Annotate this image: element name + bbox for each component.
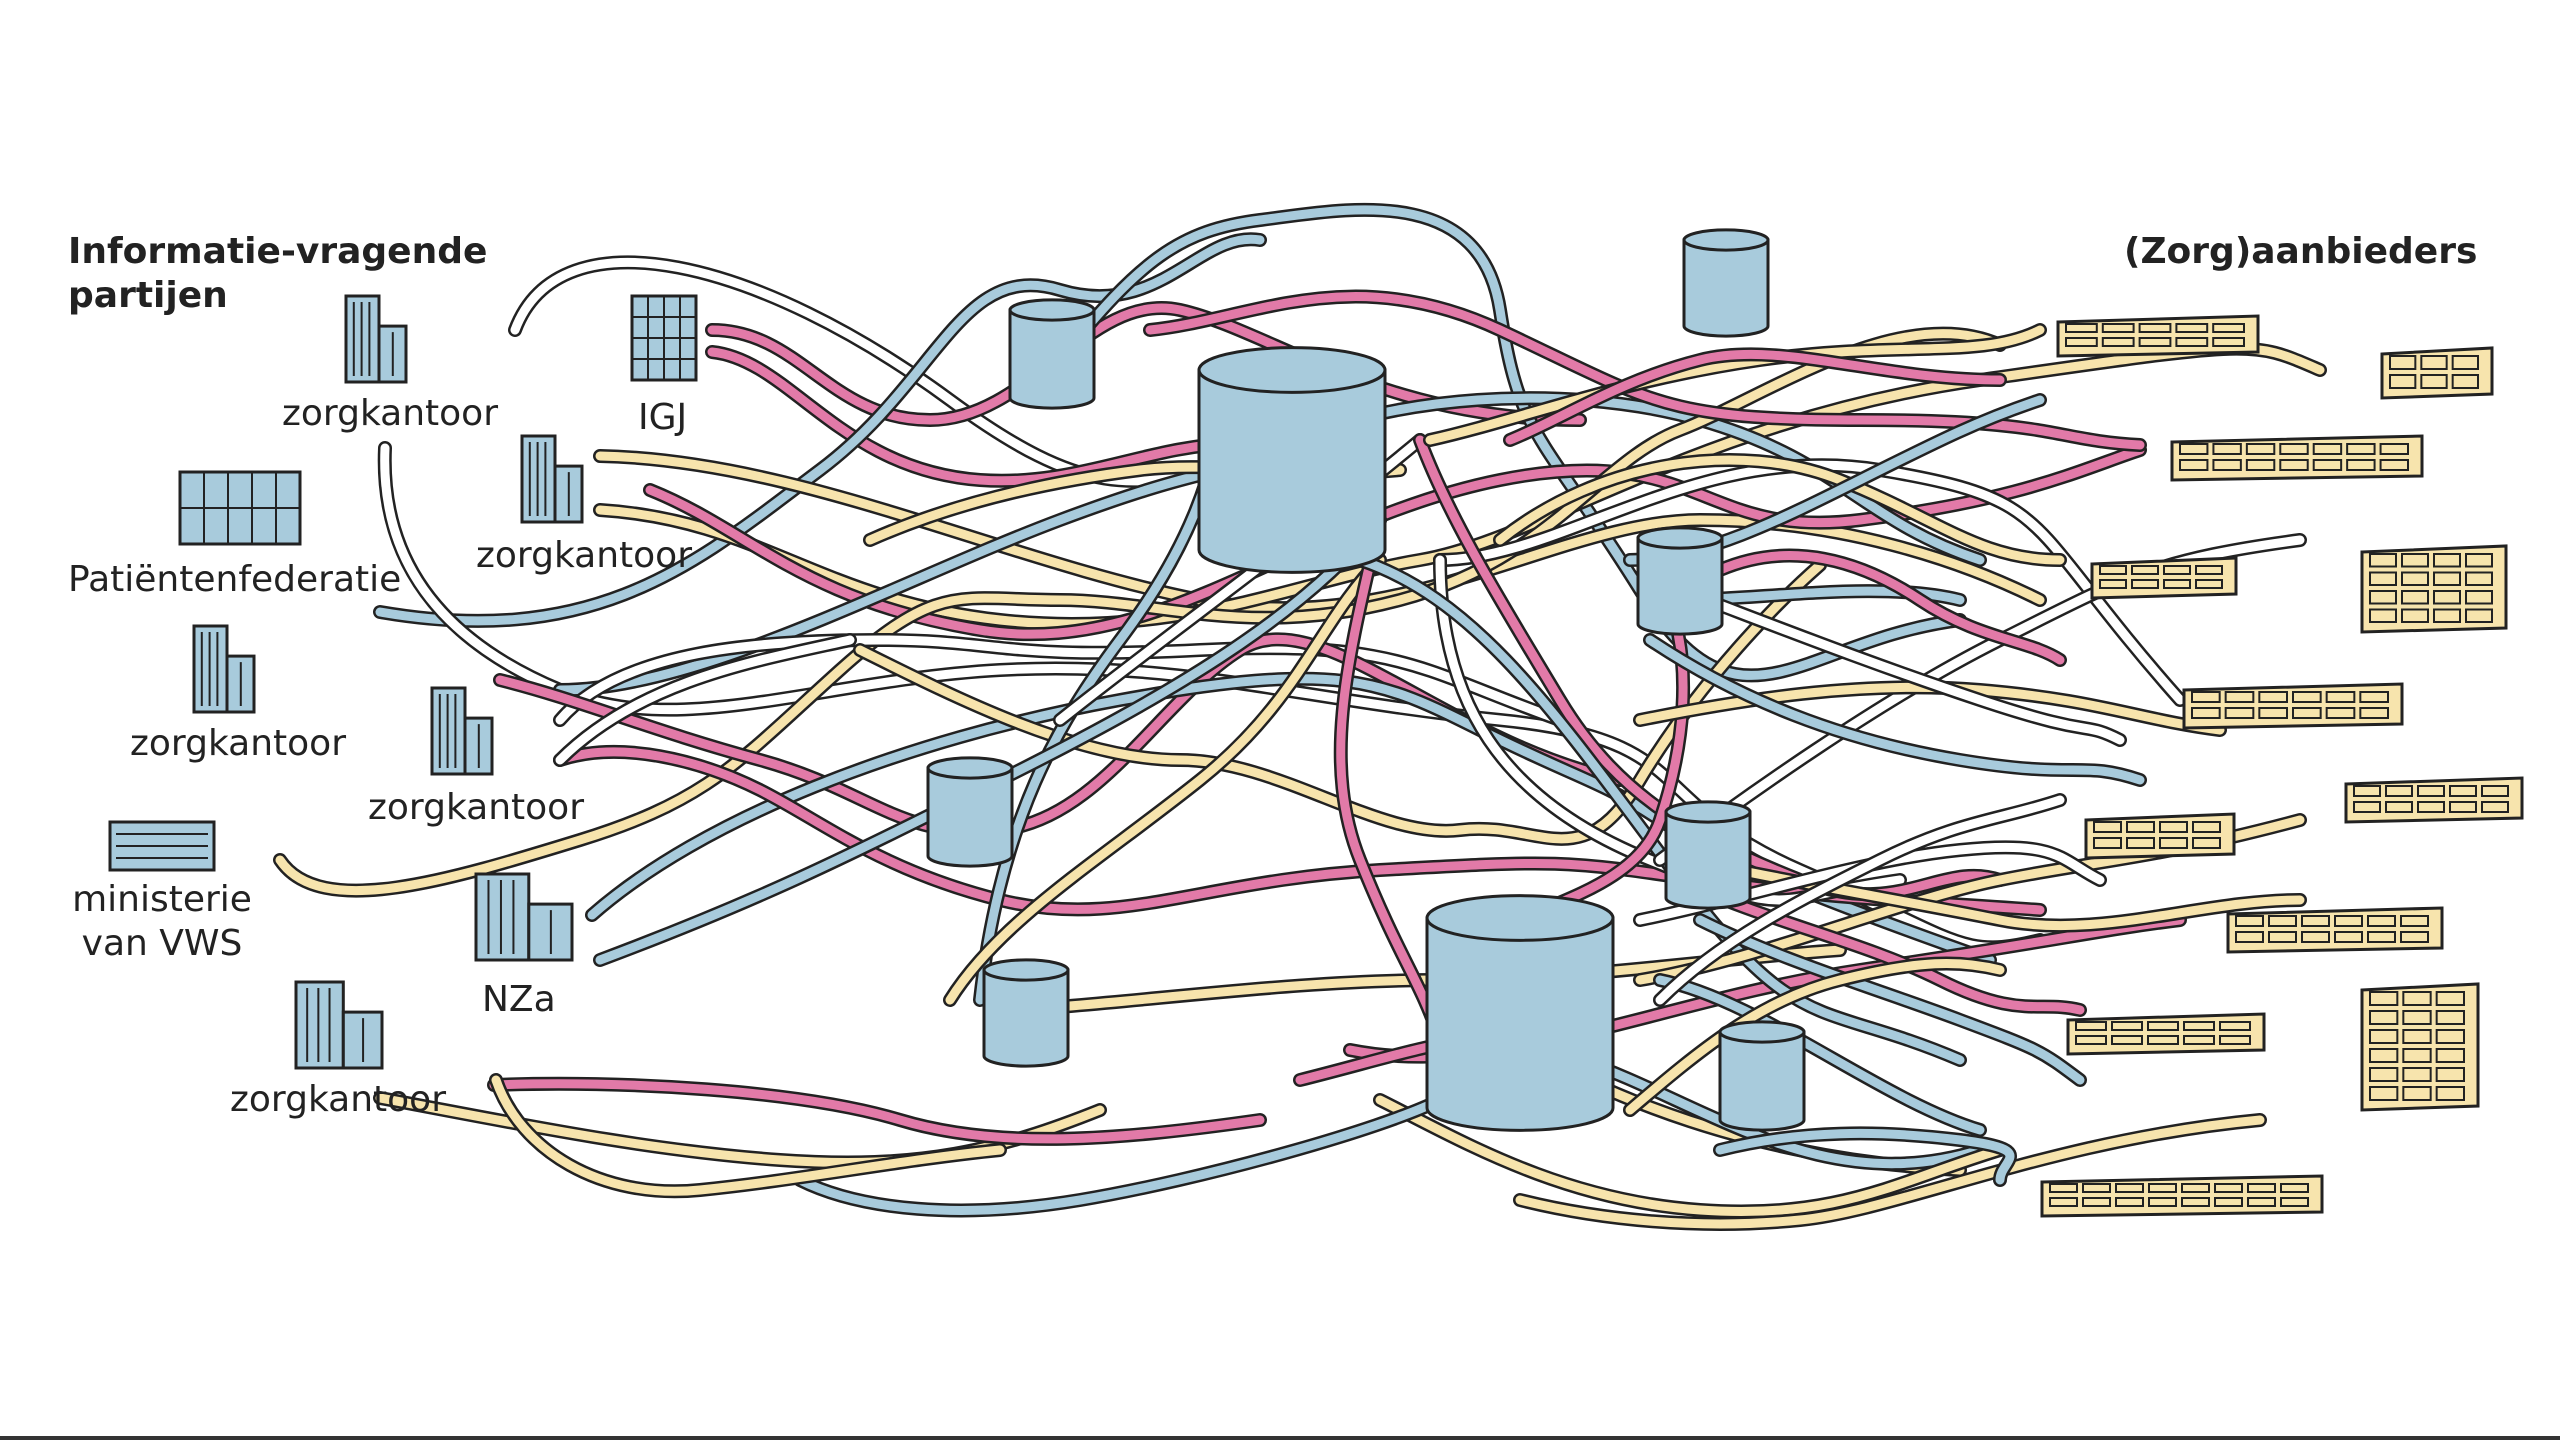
connection-line-46 xyxy=(1643,633,2147,787)
provider-building-11 xyxy=(2360,982,2480,1112)
providers-heading: (Zorg)aanbieders xyxy=(2124,231,2478,272)
connection-line-54 xyxy=(489,1073,1007,1199)
connection-line-40 xyxy=(1713,548,2067,667)
connection-line-23 xyxy=(943,553,1387,1007)
database-node-6 xyxy=(1664,800,1752,910)
database-nodes xyxy=(926,228,1806,1132)
requester-building-4 xyxy=(178,470,302,546)
connection-line-52 xyxy=(487,1076,1267,1146)
connection-line-31 xyxy=(1413,433,2007,902)
provider-building-5 xyxy=(2360,544,2508,634)
label-ministerie: ministerie van VWS xyxy=(70,878,254,966)
requester-building-3 xyxy=(520,434,584,524)
database-node-9 xyxy=(1718,1020,1806,1132)
provider-building-2 xyxy=(2380,346,2494,400)
requester-building-8 xyxy=(474,872,574,962)
provider-building-6 xyxy=(2182,682,2404,730)
provider-building-10 xyxy=(2066,1012,2266,1056)
label-ministerie-line-2: van VWS xyxy=(81,923,243,964)
requester-building-7 xyxy=(108,820,216,872)
connection-lines xyxy=(273,202,2327,1231)
connection-line-44 xyxy=(1633,680,2227,737)
label-zorgkantoor-3: zorgkantoor xyxy=(130,723,346,764)
provider-building-12 xyxy=(2040,1174,2324,1218)
connection-line-22 xyxy=(553,633,857,767)
database-node-3 xyxy=(1682,228,1770,338)
connection-line-39 xyxy=(1653,973,1987,1137)
connection-line-36 xyxy=(1493,453,2067,567)
provider-building-8 xyxy=(2084,812,2236,860)
connection-line-13 xyxy=(493,632,1627,839)
requester-building-9 xyxy=(294,980,384,1070)
connection-line-59 xyxy=(1713,1126,2017,1187)
requester-buildings xyxy=(108,294,698,1070)
connection-line-11 xyxy=(273,326,2007,898)
label-zorgkantoor-5: zorgkantoor xyxy=(230,1079,446,1120)
requester-building-2 xyxy=(630,294,698,382)
requesters-heading: Informatie-vragende partijen xyxy=(68,230,487,318)
database-node-1 xyxy=(1008,298,1096,410)
label-zorgkantoor-2: zorgkantoor xyxy=(476,535,692,576)
connection-line-25 xyxy=(1143,289,2147,452)
connection-line-50 xyxy=(1693,913,2087,1087)
connection-line-27 xyxy=(1333,513,1447,1047)
connection-line-58 xyxy=(1653,793,2067,1007)
connection-line-45 xyxy=(1673,583,2127,747)
provider-building-7 xyxy=(2344,776,2524,824)
database-node-7 xyxy=(982,958,1070,1068)
connection-line-43 xyxy=(1503,347,2007,447)
requesters-heading-line-2: partijen xyxy=(68,275,228,316)
bottom-rule xyxy=(0,1436,2560,1440)
connection-line-7 xyxy=(593,341,2327,632)
provider-building-3 xyxy=(2170,434,2424,482)
database-node-4 xyxy=(1636,526,1724,636)
provider-building-1 xyxy=(2056,314,2260,358)
connection-line-55 xyxy=(1513,1113,2267,1231)
label-igj: IGJ xyxy=(638,397,688,438)
provider-building-9 xyxy=(2226,906,2444,954)
label-nza: NZa xyxy=(482,979,556,1020)
label-ministerie-line-1: ministerie xyxy=(72,879,252,920)
connection-line-57 xyxy=(1623,956,2007,1117)
label-patientenfederatie: Patiëntenfederatie xyxy=(68,559,402,600)
connection-line-4 xyxy=(373,232,1267,628)
requester-building-1 xyxy=(344,294,408,384)
database-node-5 xyxy=(926,756,1014,868)
requester-building-5 xyxy=(192,624,256,714)
connection-line-53 xyxy=(793,1093,1447,1218)
label-zorgkantoor-4: zorgkantoor xyxy=(368,787,584,828)
database-node-8 xyxy=(1425,894,1615,1132)
connection-line-12 xyxy=(553,632,1567,727)
connection-line-48 xyxy=(1673,873,2087,1017)
label-zorgkantoor-1: zorgkantoor xyxy=(282,393,498,434)
provider-buildings xyxy=(2040,314,2524,1218)
requesters-heading-line-1: Informatie-vragende xyxy=(68,231,488,272)
provider-building-4 xyxy=(2090,556,2238,600)
database-node-2 xyxy=(1197,346,1387,574)
connection-line-41 xyxy=(1373,1093,2007,1219)
requester-building-6 xyxy=(430,686,494,776)
